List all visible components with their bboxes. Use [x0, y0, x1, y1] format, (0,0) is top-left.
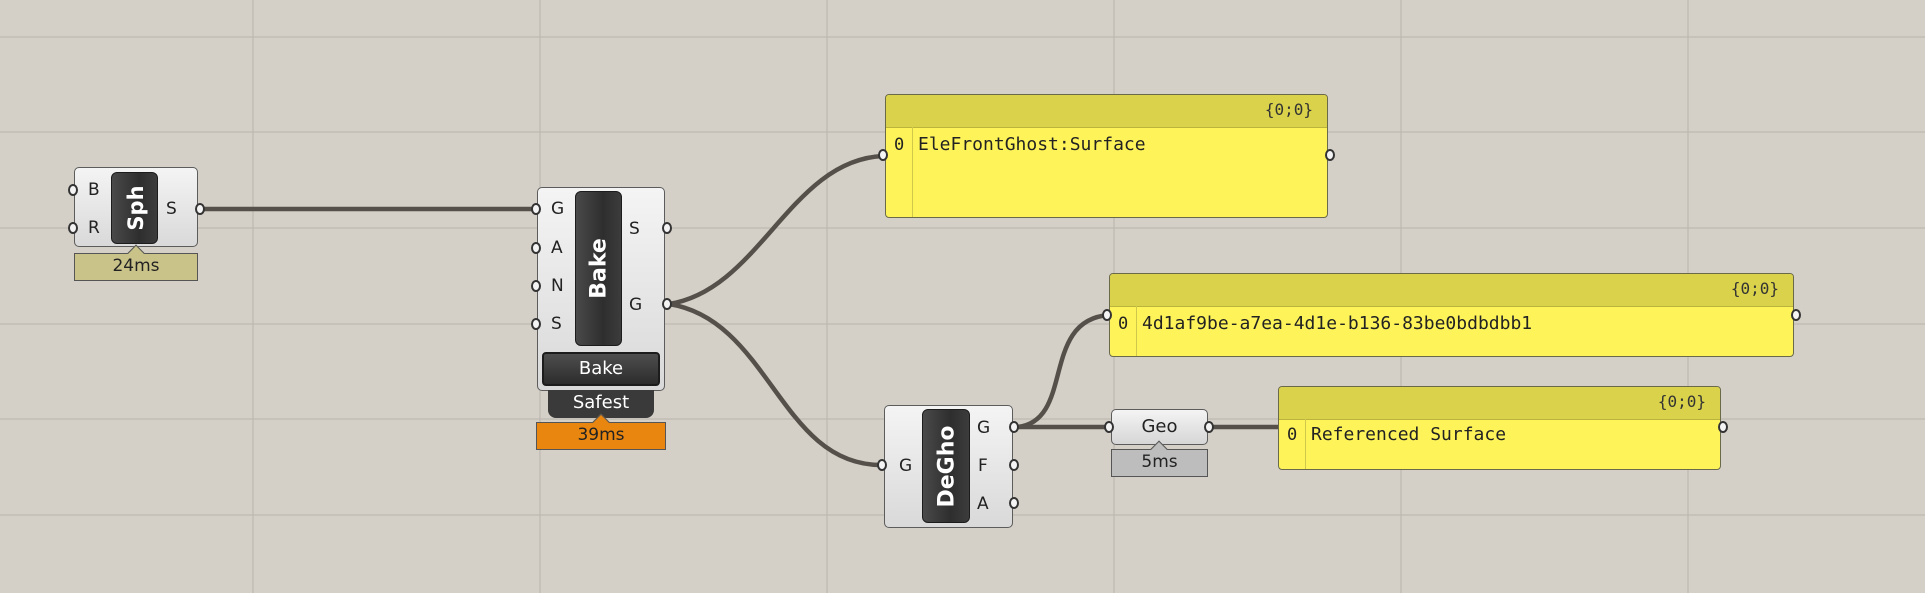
output-grip-a[interactable] [1009, 497, 1019, 509]
component-body[interactable]: DeGho [922, 409, 970, 523]
panel-input-grip[interactable] [878, 149, 888, 161]
output-label-s: S [629, 219, 640, 239]
panel-header: {0;0} [1110, 274, 1793, 307]
panel-output-grip[interactable] [1718, 421, 1728, 433]
panel-output-grip[interactable] [1791, 309, 1801, 321]
output-grip-g[interactable] [1009, 421, 1019, 433]
panel-output-grip[interactable] [1325, 149, 1335, 161]
geo-input-grip[interactable] [1104, 421, 1114, 433]
panel-data-path: {0;0} [1264, 100, 1313, 119]
panel-referenced-surface[interactable]: {0;0} 0 Referenced Surface [1278, 386, 1721, 470]
input-label-b: B [88, 180, 100, 200]
panel-item-index: 0 [894, 135, 905, 155]
input-label-s: S [551, 314, 562, 334]
geo-parameter[interactable]: Geo [1111, 409, 1208, 445]
panel-data-path: {0;0} [1657, 392, 1706, 411]
input-grip-n[interactable] [531, 280, 541, 292]
component-nickname: Bake [586, 238, 612, 299]
output-label-g: G [629, 295, 643, 315]
output-label-a: A [977, 494, 989, 514]
panel-elefront-ghost[interactable]: {0;0} 0 EleFrontGhost:Surface [885, 94, 1328, 218]
panel-item-value: Referenced Surface [1311, 424, 1507, 445]
input-label-n: N [551, 276, 564, 296]
panel-item-index: 0 [1287, 425, 1298, 445]
panel-divider [1305, 419, 1306, 469]
bake-mode-label[interactable]: Safest [548, 390, 654, 418]
output-label-s: S [166, 199, 177, 219]
component-body[interactable]: Sph [111, 172, 158, 244]
geo-output-grip[interactable] [1204, 421, 1214, 433]
wire-bake-to-panel1 [668, 153, 884, 307]
output-grip-g[interactable] [662, 298, 672, 310]
output-label-g: G [977, 418, 991, 438]
bake-button[interactable]: Bake [542, 352, 660, 386]
input-grip-a[interactable] [531, 242, 541, 254]
input-grip-s[interactable] [531, 318, 541, 330]
component-body[interactable]: Bake [575, 191, 622, 346]
output-grip-s[interactable] [662, 222, 672, 234]
output-grip-f[interactable] [1009, 459, 1019, 471]
input-label-g: G [899, 456, 913, 476]
panel-header: {0;0} [1279, 387, 1720, 420]
panel-input-grip[interactable] [1102, 309, 1112, 321]
panel-header: {0;0} [886, 95, 1327, 128]
component-nickname: Sph [124, 185, 148, 231]
input-grip-r[interactable] [68, 222, 78, 234]
panel-data-path: {0;0} [1730, 279, 1779, 298]
sphere-component[interactable]: B R Sph S [74, 167, 198, 247]
deghost-component[interactable]: G DeGho G F A [884, 405, 1013, 528]
component-nickname: DeGho [934, 425, 960, 508]
input-label-g: G [551, 199, 565, 219]
wire-deghost-to-panel2 [1017, 312, 1110, 430]
panel-item-value: 4d1af9be-a7ea-4d1e-b136-83be0bdbdbb1 [1142, 313, 1533, 334]
input-label-r: R [88, 218, 100, 238]
panel-divider [1136, 306, 1137, 356]
panel-guid[interactable]: {0;0} 0 4d1af9be-a7ea-4d1e-b136-83be0bdb… [1109, 273, 1794, 357]
input-grip-b[interactable] [68, 184, 78, 196]
input-label-a: A [551, 238, 563, 258]
output-label-f: F [978, 456, 988, 476]
panel-item-value: EleFrontGhost:Surface [918, 134, 1146, 155]
input-grip-g[interactable] [531, 203, 541, 215]
bake-component[interactable]: G A N S Bake S G Bake [537, 187, 665, 391]
output-grip-s[interactable] [195, 203, 205, 215]
input-grip-g[interactable] [877, 459, 887, 471]
wire-bake-to-deghost [668, 301, 882, 468]
bake-timer: 39ms [536, 422, 666, 450]
panel-item-index: 0 [1118, 314, 1129, 334]
panel-divider [912, 127, 913, 217]
